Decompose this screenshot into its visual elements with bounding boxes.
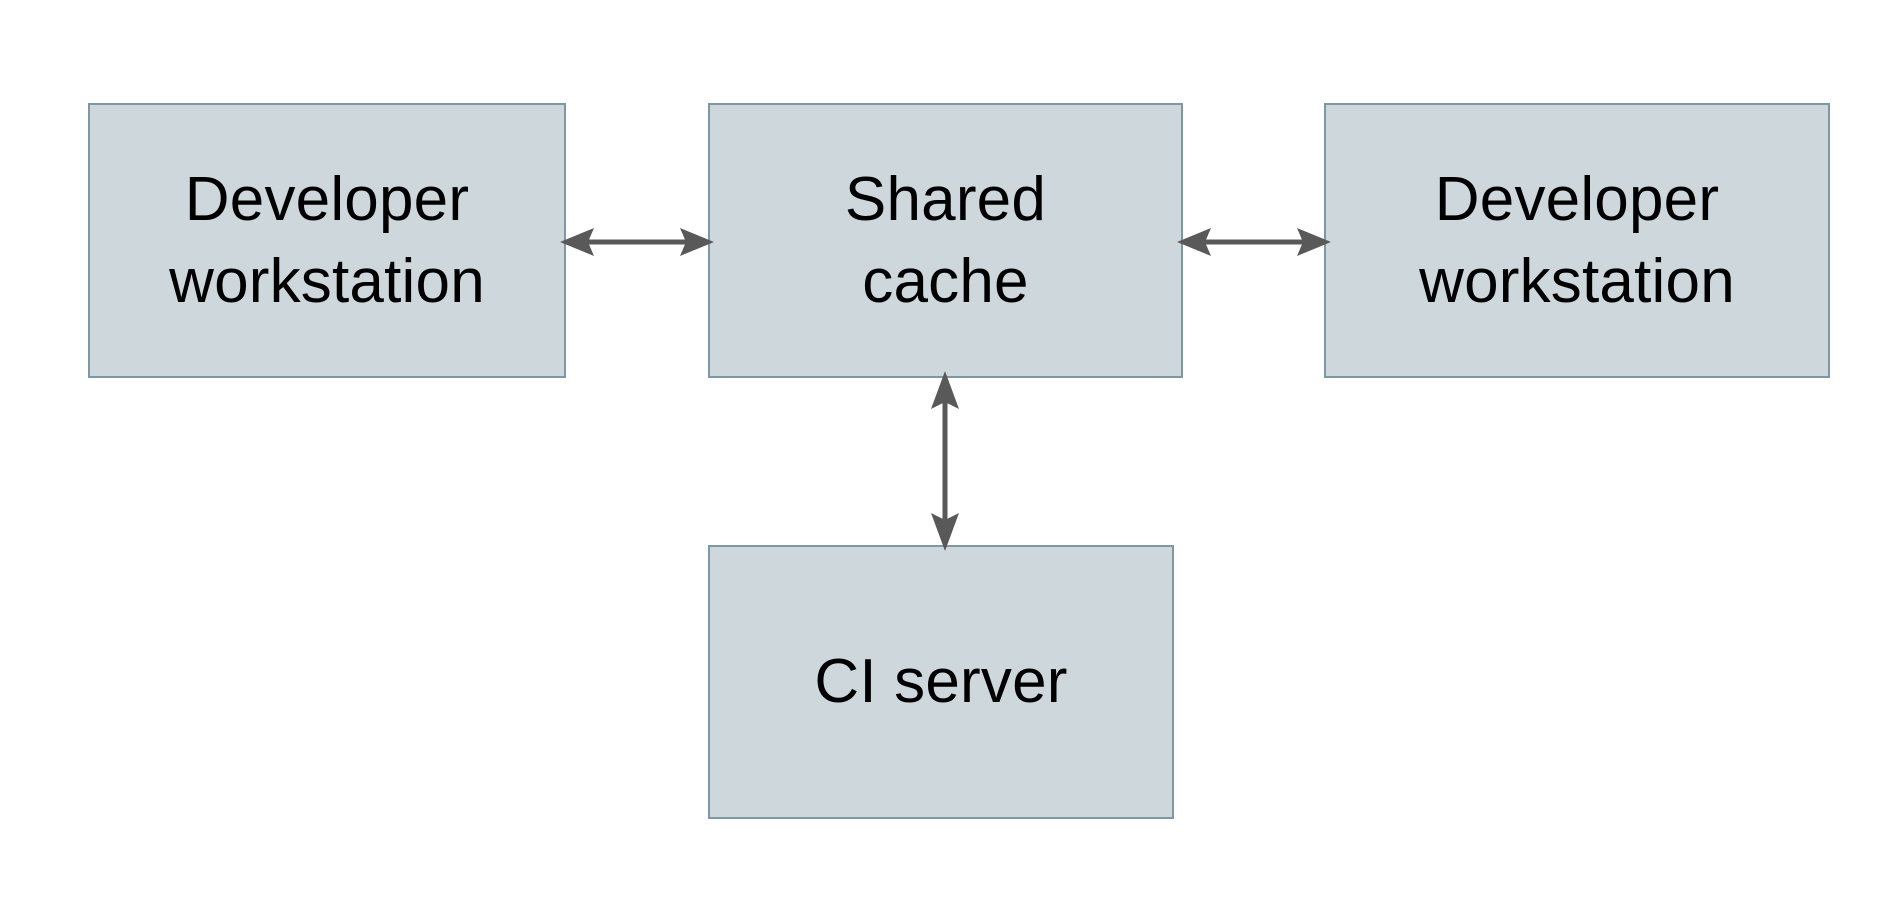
- edge-developer-workstation-left-to-shared-cache[interactable]: [560, 216, 714, 268]
- node-label: Developer workstation: [169, 164, 485, 316]
- edge-shared-cache-to-developer-workstation-right[interactable]: [1177, 216, 1331, 268]
- node-developer-workstation-right[interactable]: Developer workstation: [1324, 103, 1830, 378]
- node-ci-server[interactable]: CI server: [708, 545, 1174, 819]
- double-arrow-vertical-icon: [931, 371, 959, 551]
- edge-shared-cache-to-ci-server[interactable]: [919, 371, 971, 551]
- double-arrow-horizontal-icon: [1177, 228, 1331, 256]
- node-shared-cache[interactable]: Shared cache: [708, 103, 1183, 378]
- node-developer-workstation-left[interactable]: Developer workstation: [88, 103, 566, 378]
- node-label: Developer workstation: [1419, 164, 1735, 316]
- node-label: CI server: [814, 647, 1068, 717]
- double-arrow-horizontal-icon: [560, 228, 714, 256]
- node-label: Shared cache: [844, 164, 1047, 316]
